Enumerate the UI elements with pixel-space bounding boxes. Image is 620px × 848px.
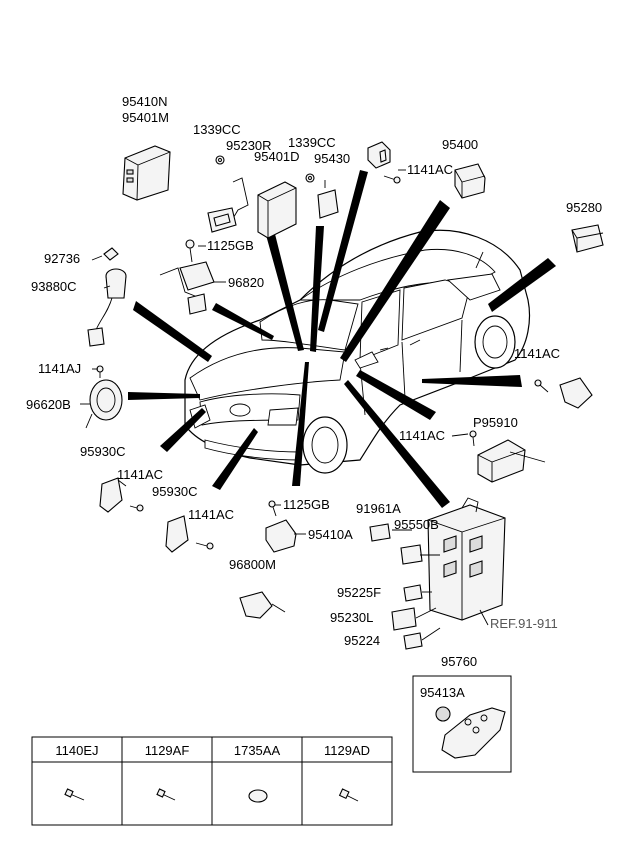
label-95400: 95400 — [442, 137, 478, 152]
table-header-1129AD: 1129AD — [324, 743, 370, 758]
label-95225F: 95225F — [337, 585, 381, 600]
coin-battery-icon — [248, 789, 268, 803]
label-1141AC-e: 1141AC — [399, 428, 445, 443]
label-95280: 95280 — [566, 200, 602, 215]
screw-icon — [156, 788, 176, 801]
table-header-1735AA: 1735AA — [234, 743, 281, 758]
bolt-icon — [383, 175, 401, 184]
nut-icon — [305, 173, 315, 183]
smart-key-box — [412, 675, 512, 773]
table-header-1129AF: 1129AF — [145, 743, 190, 758]
leader-wedges — [128, 170, 556, 508]
bolt-icon — [64, 788, 85, 801]
switch-harness-icon — [87, 268, 127, 347]
label-ref-91-911: REF.91-911 — [490, 616, 558, 631]
module-96800M-icon — [239, 591, 286, 619]
cap-icon — [103, 247, 119, 261]
label-95230L: 95230L — [330, 610, 373, 625]
hardware-table: 1140EJ 1129AF 1735AA 1129AD — [31, 736, 393, 826]
label-1141AC-c: 1141AC — [117, 467, 163, 482]
antenna-module-icon — [159, 261, 215, 315]
label-95224: 95224 — [344, 633, 380, 648]
label-92736: 92736 — [44, 251, 80, 266]
relay-95550B-icon — [400, 544, 423, 565]
bolt-icon — [268, 500, 277, 517]
nut-icon — [215, 155, 225, 165]
label-95760: 95760 — [441, 654, 477, 669]
flange-screw-icon — [338, 788, 359, 802]
car-illustration — [184, 229, 531, 474]
horn-icon — [85, 379, 123, 429]
label-1339CC-a: 1339CC — [193, 122, 241, 137]
label-95410N: 95410N — [122, 94, 168, 109]
relay-91961A-icon — [369, 523, 391, 542]
label-95401D: 95401D — [254, 149, 300, 164]
label-1141AC-d: 1141AC — [188, 507, 234, 522]
label-95430: 95430 — [314, 151, 350, 166]
label-95410A: 95410A — [308, 527, 353, 542]
label-95401M: 95401M — [122, 110, 169, 125]
label-P95910: P95910 — [473, 415, 518, 430]
module-95400-icon — [454, 163, 486, 199]
label-95230R: 95230R — [226, 138, 272, 153]
label-1141AC-a: 1141AC — [407, 162, 453, 177]
label-95930C-a: 95930C — [80, 444, 126, 459]
leader-lines — [80, 169, 489, 641]
table-header-1140EJ: 1140EJ — [55, 743, 98, 758]
label-1125GB-b: 1125GB — [283, 497, 330, 512]
bolt-icon — [195, 542, 214, 550]
relay-95230L-icon — [391, 607, 417, 631]
bolt-icon — [129, 504, 144, 512]
label-96620B: 96620B — [26, 397, 71, 412]
junction-box-icon — [427, 497, 506, 621]
control-module-95410A-icon — [265, 519, 297, 553]
airbag-control-unit-icon — [477, 439, 546, 483]
label-96820: 96820 — [228, 275, 264, 290]
label-91961A: 91961A — [356, 501, 401, 516]
receiver-module-icon — [367, 141, 391, 169]
relay-icon — [317, 180, 339, 219]
body-control-module-icon — [122, 145, 171, 201]
relay-95225F-icon — [403, 584, 423, 602]
bolt-icon — [534, 379, 549, 393]
bolt-icon — [185, 239, 195, 263]
bolt-icon — [469, 430, 477, 447]
label-1141AJ: 1141AJ — [38, 361, 81, 376]
part-number-labels: 95410N 95401M 1339CC 95230R 95401D 1339C… — [26, 94, 602, 700]
label-95413A: 95413A — [420, 685, 465, 700]
impact-sensor-icon — [559, 377, 593, 409]
smart-key-module-icon — [257, 181, 297, 239]
relay-95280-icon — [571, 224, 604, 253]
label-95930C-b: 95930C — [152, 484, 198, 499]
front-impact-sensor-icon — [99, 477, 127, 513]
relay-bracket-icon — [207, 177, 249, 233]
label-93880C: 93880C — [31, 279, 77, 294]
front-impact-sensor-icon — [165, 515, 189, 553]
label-1339CC-b: 1339CC — [288, 135, 336, 150]
bolt-icon — [96, 365, 104, 378]
label-95550B: 95550B — [394, 517, 439, 532]
label-1141AC-b: 1141AC — [514, 346, 560, 361]
relay-95224-icon — [403, 632, 423, 650]
label-96800M: 96800M — [229, 557, 276, 572]
label-1125GB-a: 1125GB — [207, 238, 254, 253]
